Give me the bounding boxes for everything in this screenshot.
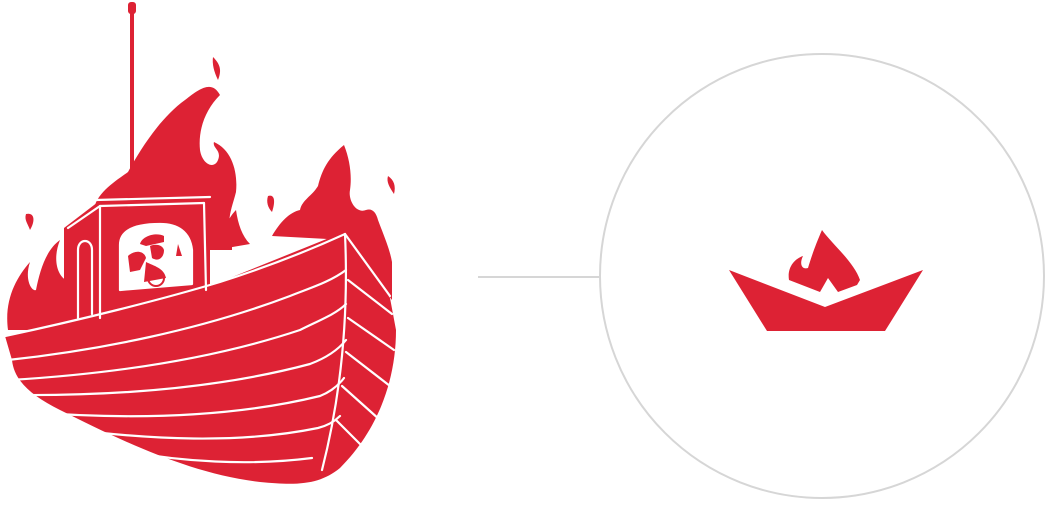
flame-left <box>7 240 67 330</box>
captain <box>140 234 164 246</box>
connector-line: Connector line <box>478 276 600 278</box>
logo-badge-circle: Paper boat with flame logo <box>599 53 1045 499</box>
antenna <box>130 6 134 196</box>
paper-boat-icon <box>729 270 923 331</box>
paper-boat-flame-icon <box>729 230 923 331</box>
flame-right-small <box>215 210 250 250</box>
ship-wheel <box>147 269 165 287</box>
flame-right <box>272 145 392 300</box>
burning-boat-illustration: Burning fishing boat with captain at the… <box>0 0 420 504</box>
hull <box>5 232 396 484</box>
flame-icon <box>788 230 860 292</box>
burning-boat-icon <box>3 2 396 484</box>
